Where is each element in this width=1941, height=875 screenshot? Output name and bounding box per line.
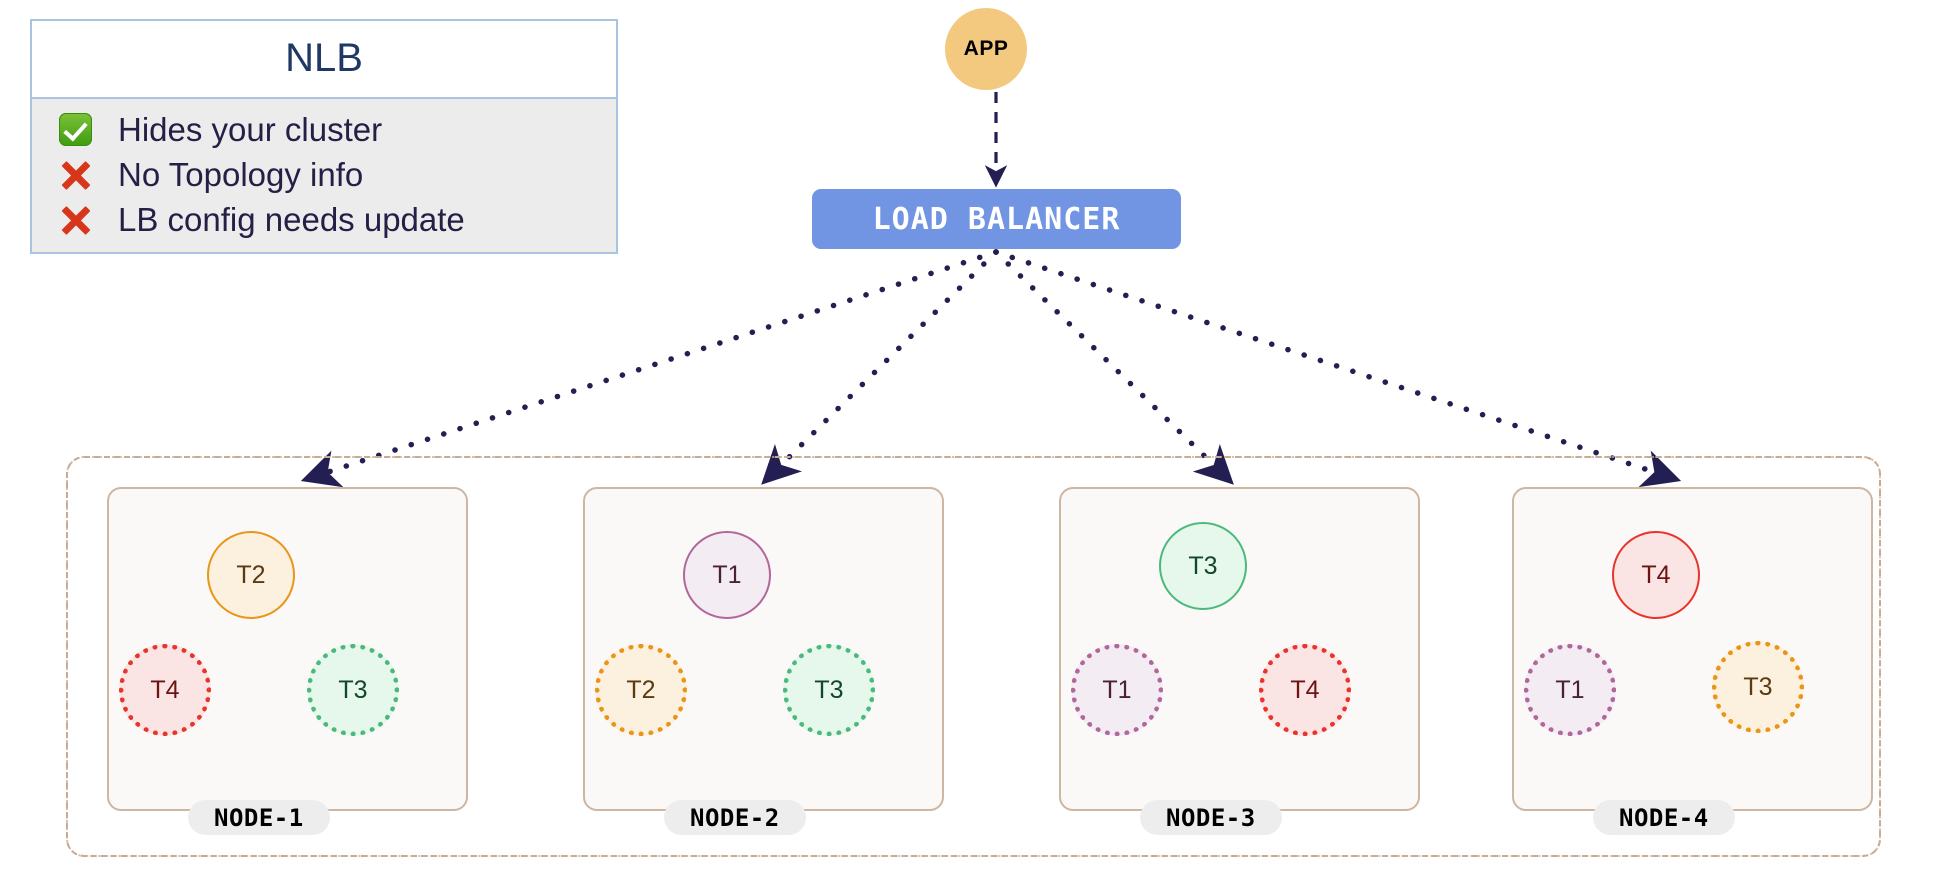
nlb-legend-title: NLB (32, 21, 616, 97)
node-badge-1: NODE-1 (188, 800, 330, 835)
node-badge-4: NODE-4 (1593, 800, 1735, 835)
cross-icon (52, 202, 98, 238)
app-node: APP (945, 8, 1027, 90)
nlb-legend-box: NLB Hides your cluster No Topology info … (30, 19, 618, 254)
task-replica-node-1-right: T3 (307, 644, 399, 736)
legend-item-label: No Topology info (118, 155, 364, 193)
edge-lb-to-node-4 (993, 249, 1682, 488)
load-balancer-node: LOAD BALANCER (812, 189, 1181, 249)
edge-lb-to-node-3 (993, 249, 1234, 485)
legend-item-label: Hides your cluster (118, 110, 383, 148)
task-primary-node-3: T3 (1159, 522, 1247, 610)
task-primary-node-4: T4 (1612, 531, 1700, 619)
task-replica-node-1-left: T4 (119, 644, 211, 736)
node-badge-2: NODE-2 (664, 800, 806, 835)
legend-item-no-topology-info: No Topology info (32, 152, 616, 197)
cluster-boundary (66, 456, 1881, 857)
node-card-3: T3 T1 T4 (1059, 487, 1420, 811)
check-icon (52, 113, 98, 146)
edge-lb-to-node-1 (300, 249, 999, 488)
node-card-4: T4 T1 T3 (1512, 487, 1873, 811)
cross-icon (52, 157, 98, 193)
node-badge-3: NODE-3 (1140, 800, 1282, 835)
task-replica-node-4-right: T3 (1712, 641, 1804, 733)
task-primary-node-1: T2 (207, 531, 295, 619)
legend-item-hides-cluster: Hides your cluster (32, 107, 616, 152)
load-balancer-label: LOAD BALANCER (872, 201, 1121, 237)
task-replica-node-3-left: T1 (1071, 644, 1163, 736)
nlb-legend-body: Hides your cluster No Topology info LB c… (32, 97, 616, 252)
node-card-2: T1 T2 T3 (583, 487, 944, 811)
legend-item-label: LB config needs update (118, 200, 465, 238)
task-replica-node-2-right: T3 (783, 644, 875, 736)
task-primary-node-2: T1 (683, 531, 771, 619)
legend-item-lb-config-needs-update: LB config needs update (32, 197, 616, 242)
edge-lb-to-node-2 (761, 249, 999, 485)
task-replica-node-4-left: T1 (1524, 644, 1616, 736)
node-card-1: T2 T4 T3 (107, 487, 468, 811)
task-replica-node-3-right: T4 (1259, 644, 1351, 736)
app-node-label: APP (963, 37, 1009, 60)
task-replica-node-2-left: T2 (595, 644, 687, 736)
